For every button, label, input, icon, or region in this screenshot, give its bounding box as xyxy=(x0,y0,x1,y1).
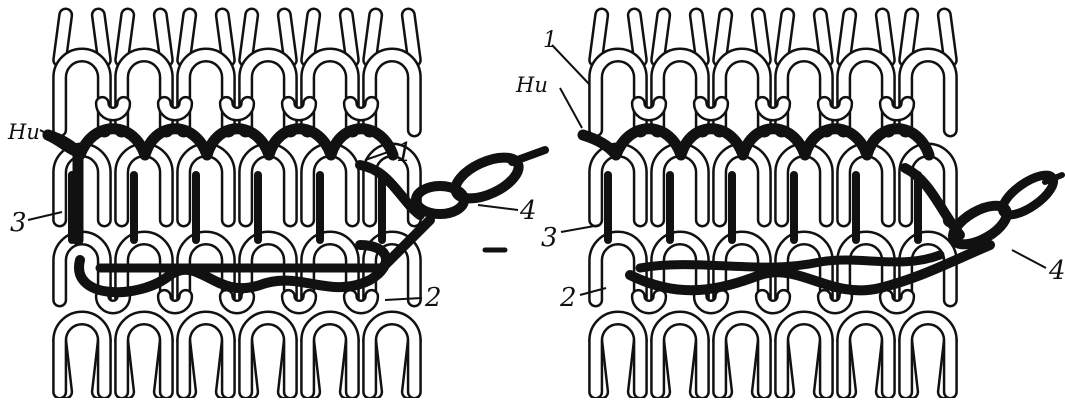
right-row-mid-loop-2 xyxy=(658,150,703,220)
right-row-bot-loop-2 xyxy=(658,318,703,392)
label-ni-right: Ни xyxy=(516,75,548,96)
right-row-top-loop-2 xyxy=(658,55,703,130)
left-row-mid-loop-2 xyxy=(122,150,167,220)
right-row-top-loop-4 xyxy=(782,55,827,130)
right-row-top-loop-3 xyxy=(720,55,765,130)
left-row-mid-loop-5 xyxy=(308,150,353,220)
label-3-right: 3 xyxy=(541,225,558,251)
left-chain-end xyxy=(512,150,545,162)
right-row-mid-loop-3 xyxy=(720,150,765,220)
right-stitch-panel xyxy=(583,15,1062,392)
left-row-top-loop-6 xyxy=(370,55,415,130)
left-row-bot-loop-4 xyxy=(246,318,291,392)
label-4-left: 4 xyxy=(520,198,537,224)
left-row-bot-sinker-4 xyxy=(288,296,309,307)
right-row-top-sinker-4 xyxy=(824,103,845,114)
right-row-bot-sinker-2 xyxy=(700,296,721,307)
label-2-right: 2 xyxy=(560,285,577,311)
right-leader-ni xyxy=(560,88,582,128)
label-2-left: 2 xyxy=(425,285,442,311)
right-row-mid-loop-5 xyxy=(844,150,889,220)
left-row-top-loop-5 xyxy=(308,55,353,130)
right-row-bot-loop-5 xyxy=(844,318,889,392)
right-row-bot-loop-4 xyxy=(782,318,827,392)
right-leader-4 xyxy=(1012,250,1046,268)
left-stitch-panel xyxy=(48,15,545,392)
left-row-bot-sinker-5 xyxy=(350,296,371,307)
left-row-bot-loop-6 xyxy=(370,318,415,392)
left-leader-4 xyxy=(478,205,518,210)
left-row-top-loop-2 xyxy=(122,55,167,130)
right-row-top-sinker-5 xyxy=(886,103,907,114)
left-row-top-sinker-3 xyxy=(226,103,247,114)
left-row-bot-loop-1 xyxy=(60,318,105,392)
right-row-top-loop-1 xyxy=(596,55,641,130)
right-row-bot-sinker-5 xyxy=(886,296,907,307)
right-row-top-loop-5 xyxy=(844,55,889,130)
left-row-bot-sinker-2 xyxy=(164,296,185,307)
label-1-left: 1 xyxy=(396,140,413,166)
right-row-top-loop-6 xyxy=(906,55,951,130)
left-row-mid-loop-3 xyxy=(184,150,229,220)
right-leader-3 xyxy=(561,225,600,232)
left-row-mid-loop-4 xyxy=(246,150,291,220)
right-leader-1 xyxy=(552,45,590,85)
right-row-bot-loop-1 xyxy=(596,318,641,392)
label-3-left: 3 xyxy=(10,210,27,236)
right-row-top-sinker-1 xyxy=(638,103,659,114)
left-row-bot-loop-3 xyxy=(184,318,229,392)
left-row-top-sinker-2 xyxy=(164,103,185,114)
left-row-bot-loop-5 xyxy=(308,318,353,392)
right-row-mid-loop-4 xyxy=(782,150,827,220)
left-row-bot-sinker-1 xyxy=(102,296,123,307)
left-row-top-loop-4 xyxy=(246,55,291,130)
right-row-bot-sinker-3 xyxy=(762,296,783,307)
left-row-top-loop-1 xyxy=(60,55,105,130)
right-row-top-sinker-2 xyxy=(700,103,721,114)
right-row-bot-loop-3 xyxy=(720,318,765,392)
left-row-bot-sinker-3 xyxy=(226,296,247,307)
label-4-right: 4 xyxy=(1049,258,1065,284)
right-row-bot-sinker-4 xyxy=(824,296,845,307)
label-1-right: 1 xyxy=(543,30,557,52)
right-row-bot-sinker-1 xyxy=(638,296,659,307)
right-row-bot-loop-6 xyxy=(906,318,951,392)
left-row-top-sinker-4 xyxy=(288,103,309,114)
left-row-top-loop-3 xyxy=(184,55,229,130)
right-row-mid-loop-1 xyxy=(596,150,641,220)
right-row-top-sinker-3 xyxy=(762,103,783,114)
left-row-bot-loop-2 xyxy=(122,318,167,392)
right-chain-loop-2 xyxy=(997,168,1060,222)
label-ni-left: Ни xyxy=(8,122,40,143)
left-row-top-sinker-1 xyxy=(102,103,123,114)
left-row-top-sinker-5 xyxy=(350,103,371,114)
